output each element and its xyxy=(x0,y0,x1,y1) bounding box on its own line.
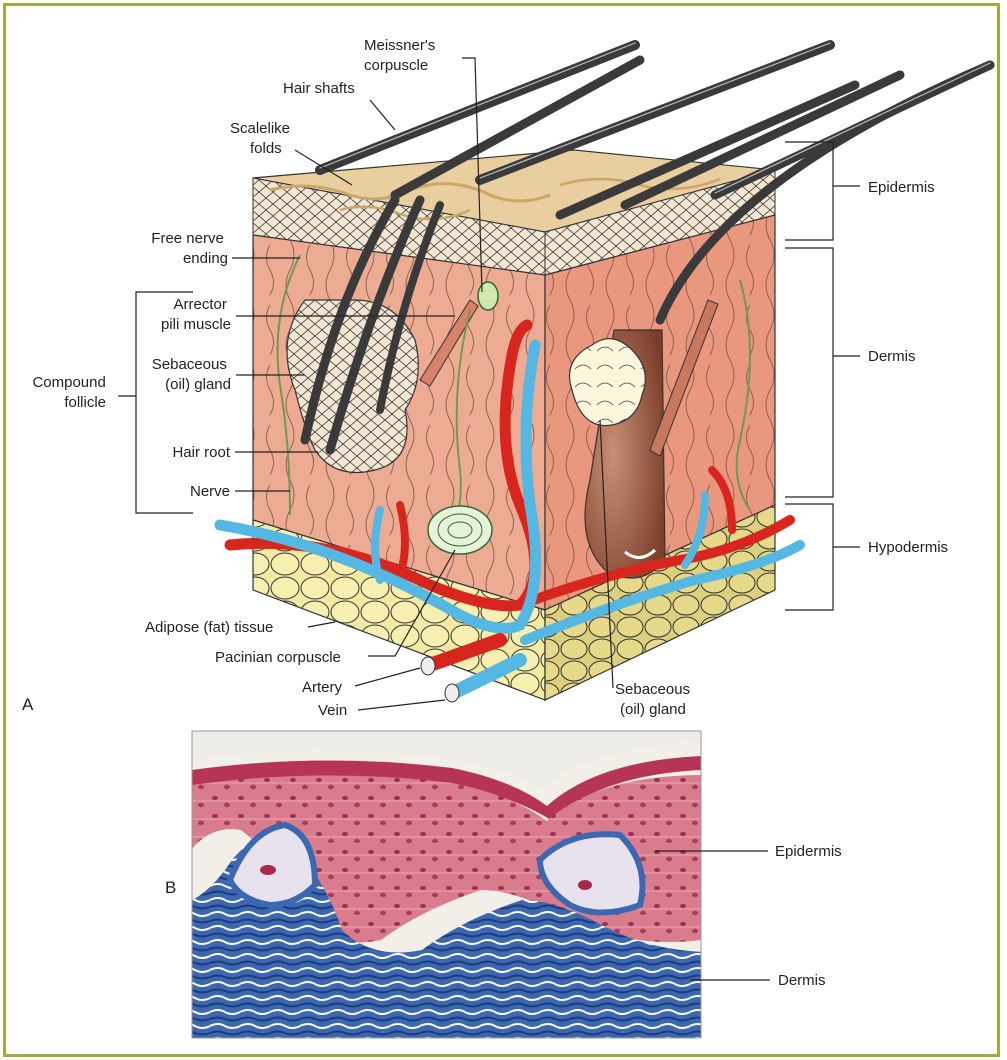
panel-b-letter: B xyxy=(165,878,176,897)
bracket-hypodermis xyxy=(785,504,860,610)
label-arrector-pili: Arrector pili muscle xyxy=(161,296,231,333)
label-epidermis-b: Epidermis xyxy=(775,843,842,860)
label-hair-shafts: Hair shafts xyxy=(283,80,355,97)
label-adipose-tissue: Adipose (fat) tissue xyxy=(145,619,273,636)
panel-a-letter: A xyxy=(22,695,34,714)
label-dermis-a: Dermis xyxy=(868,348,916,365)
label-nerve: Nerve xyxy=(190,483,230,500)
micrograph-panel-b xyxy=(151,731,742,1038)
leader-hair-shafts xyxy=(370,100,395,130)
label-meissners-corpuscle: Meissner's corpuscle xyxy=(364,37,439,74)
label-compound-follicle: Compound follicle xyxy=(32,374,110,411)
label-sebaceous-gland-right: Sebaceous (oil) gland xyxy=(615,681,694,718)
label-epidermis-a: Epidermis xyxy=(868,179,935,196)
leader-adipose xyxy=(308,622,335,627)
label-pacinian-corpuscle: Pacinian corpuscle xyxy=(215,649,341,666)
label-free-nerve-ending: Free nerve ending xyxy=(151,230,228,267)
skin-block-illustration xyxy=(220,43,990,702)
label-hypodermis: Hypodermis xyxy=(868,539,948,556)
leader-vein xyxy=(358,700,445,710)
label-dermis-b: Dermis xyxy=(778,972,826,989)
label-hair-root: Hair root xyxy=(172,444,230,461)
label-scalelike-folds: Scalelike folds xyxy=(230,120,294,157)
bracket-dermis-a xyxy=(785,248,860,497)
label-sebaceous-gland-left: Sebaceous (oil) gland xyxy=(152,356,231,393)
label-artery: Artery xyxy=(302,679,343,696)
label-vein: Vein xyxy=(318,702,347,719)
leader-artery xyxy=(355,668,420,686)
